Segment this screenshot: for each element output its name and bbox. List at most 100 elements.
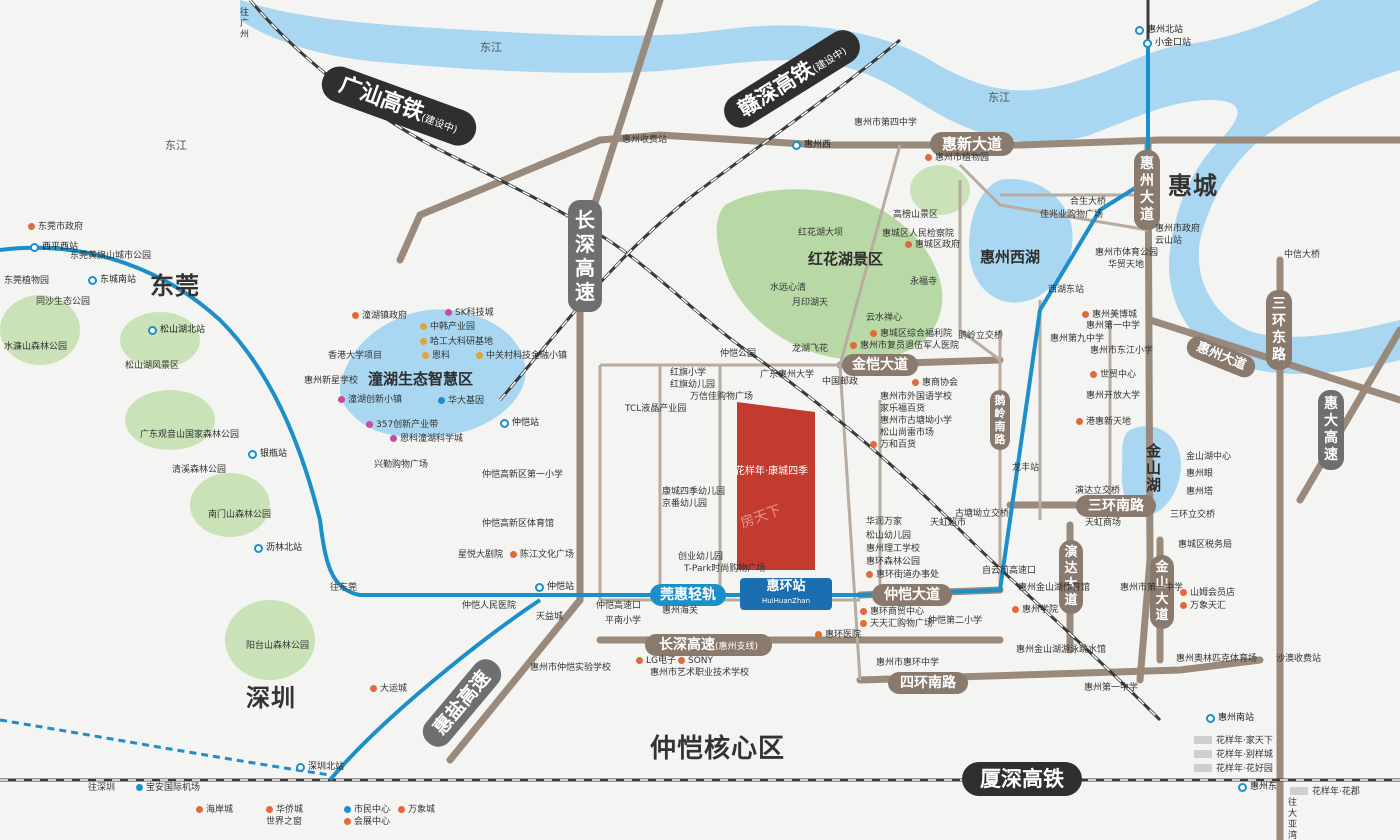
poi[interactable]: 松山湖风景区 (125, 361, 180, 371)
poi[interactable]: 松山幼儿园 (866, 531, 912, 541)
station-huizhou-east[interactable]: 惠州东 (1238, 782, 1277, 793)
poi[interactable]: 龙湖飞花 (792, 344, 829, 354)
poi[interactable]: 阳台山森林公园 (246, 641, 310, 651)
poi[interactable]: 仲恺高新区第一小学 (482, 470, 564, 480)
poi[interactable]: 万象城 (398, 805, 435, 816)
poi[interactable]: 天虹商场 (1085, 518, 1122, 528)
poi[interactable]: 仲恺第二小学 (928, 616, 983, 626)
poi[interactable]: 永福寺 (910, 277, 938, 287)
poi[interactable]: 惠州奥林匹克体育场 (1176, 654, 1258, 664)
poi[interactable]: 大运城 (370, 684, 407, 695)
poi[interactable]: SONY (678, 656, 713, 667)
poi[interactable]: 哈工大科研基地 (420, 337, 493, 348)
poi[interactable]: 清溪森林公园 (172, 465, 227, 475)
poi[interactable]: 惠州市第一中学 (1120, 583, 1184, 593)
poi[interactable]: 惠环商贸中心 (860, 607, 924, 618)
poi[interactable]: 演达立交桥 (1075, 486, 1121, 496)
poi[interactable]: 惠城区税务局 (1178, 540, 1233, 550)
poi[interactable]: 家乐福百货 (880, 404, 926, 414)
station-shenzhen-north[interactable]: 深圳北站 (296, 762, 344, 773)
poi[interactable]: 月印湖天 (792, 298, 829, 308)
poi[interactable]: 广东观音山国家森林公园 (140, 430, 240, 440)
station-lilinbei[interactable]: 沥林北站 (254, 543, 302, 554)
poi[interactable]: 惠州市第四中学 (854, 118, 918, 128)
poi[interactable]: 松山尚雷市场 (880, 428, 935, 438)
poi[interactable]: 惠州金山湖游泳跳水馆 (1016, 645, 1107, 655)
poi[interactable]: 惠城区综合福利院 (870, 329, 952, 340)
poi[interactable]: 惠州第一中学 (1084, 683, 1139, 693)
poi[interactable]: 康城四季幼儿园 (662, 487, 726, 497)
poi[interactable]: 沙澳收费站 (1276, 654, 1322, 664)
poi[interactable]: 仲恺公园 (720, 349, 757, 359)
poi[interactable]: 惠环街道办事处 (866, 570, 939, 581)
poi[interactable]: 中关村科技金融小镇 (476, 351, 567, 362)
poi[interactable]: 红花湖大坝 (798, 228, 844, 238)
poi[interactable]: 三环立交桥 (1170, 510, 1216, 520)
poi[interactable]: 陈江文化广场 (510, 550, 574, 561)
poi[interactable]: 惠州收费站 (622, 135, 668, 145)
poi[interactable]: 中信大桥 (1284, 250, 1321, 260)
poi[interactable]: 自云前高速口 (982, 566, 1037, 576)
poi[interactable]: 港惠新天地 (1076, 417, 1131, 428)
poi[interactable]: 惠州塔 (1186, 487, 1214, 497)
poi[interactable]: 惠环森林公园 (866, 557, 921, 567)
poi[interactable]: 海岸城 (196, 805, 233, 816)
poi[interactable]: 惠城区政府 (905, 240, 960, 251)
station-zhongkai-1[interactable]: 仲恺站 (500, 418, 539, 429)
poi[interactable]: 鹅岭立交桥 (958, 331, 1004, 341)
poi[interactable]: 惠州市古塘坳小学 (880, 416, 953, 426)
poi[interactable]: 创业幼儿园 (678, 552, 724, 562)
poi[interactable]: 世界之窗 (266, 817, 303, 827)
poi[interactable]: 古塘坳立交桥 (955, 509, 1010, 519)
poi[interactable]: 恩科潼湖科学城 (390, 434, 463, 445)
station-yinping[interactable]: 银瓶站 (248, 449, 287, 460)
poi[interactable]: 惠州金山湖体育馆 (1018, 583, 1091, 593)
poi[interactable]: 世贸中心 (1090, 370, 1136, 381)
poi[interactable]: 红旗幼儿园 (670, 380, 716, 390)
poi[interactable]: 惠州美博城 (1082, 310, 1137, 321)
poi[interactable]: 佳兆业购物广场 (1040, 210, 1104, 220)
poi[interactable]: LG电子 (636, 656, 676, 667)
poi[interactable]: 天益城 (536, 612, 564, 622)
metro-station-huihuan[interactable]: 惠环站 HuiHuanZhan (740, 578, 832, 610)
poi[interactable]: 山姆会员店 (1180, 588, 1235, 599)
poi[interactable]: 惠州市艺术职业技术学校 (650, 668, 750, 678)
poi[interactable]: 中韩产业园 (420, 322, 475, 333)
poi[interactable]: 万信佳购物广场 (690, 392, 754, 402)
project-site-label[interactable]: 花样年·康城四季 (735, 466, 809, 477)
poi[interactable]: 龙丰站 (1012, 463, 1040, 473)
poi[interactable]: 惠城区人民检察院 (882, 229, 955, 239)
poi[interactable]: 华大基因 (438, 396, 484, 407)
poi[interactable]: 惠州新星学校 (304, 376, 359, 386)
station-xipingxi[interactable]: 西平西站 (30, 242, 78, 253)
station-zhongkai-2[interactable]: 仲恺站 (535, 582, 574, 593)
poi[interactable]: 东莞黄旗山城市公园 (70, 251, 152, 261)
poi[interactable]: 潼湖创新小镇 (338, 395, 402, 406)
poi[interactable]: 云山站 (1155, 236, 1183, 246)
poi[interactable]: 红旗小学 (670, 368, 707, 378)
poi[interactable]: 云水禅心 (866, 313, 903, 323)
poi[interactable]: 中国邮政 (822, 377, 859, 387)
poi[interactable]: 惠州市政府 (1155, 224, 1201, 234)
poi[interactable]: 357创新产业带 (366, 420, 438, 431)
poi[interactable]: SK科技城 (445, 308, 494, 319)
poi[interactable]: 兴勤购物广场 (374, 460, 429, 470)
poi[interactable]: 惠州市惠环中学 (876, 658, 940, 668)
poi[interactable]: 惠商协会 (912, 378, 958, 389)
poi[interactable]: 仲恺高新区体育馆 (482, 519, 555, 529)
poi[interactable]: 同沙生态公园 (36, 297, 91, 307)
poi[interactable]: 惠州开放大学 (1086, 391, 1141, 401)
poi[interactable]: 平南小学 (605, 616, 642, 626)
poi[interactable]: 惠州市东江小学 (1090, 346, 1154, 356)
poi[interactable]: 惠州市外国语学校 (880, 392, 953, 402)
poi[interactable]: 惠州第九中学 (1050, 334, 1105, 344)
poi[interactable]: 惠环医院 (815, 630, 861, 641)
station-songshanhu-north[interactable]: 松山湖北站 (148, 325, 205, 336)
poi[interactable]: 仲恺人民医院 (462, 601, 517, 611)
poi[interactable]: 万和百货 (870, 440, 916, 451)
poi[interactable]: 合生大桥 (1070, 197, 1107, 207)
poi[interactable]: 潼湖镇政府 (352, 311, 407, 322)
poi[interactable]: 东莞植物园 (4, 276, 50, 286)
poi[interactable]: 惠州市植物园 (925, 153, 989, 164)
poi[interactable]: 惠州海关 (662, 606, 699, 616)
